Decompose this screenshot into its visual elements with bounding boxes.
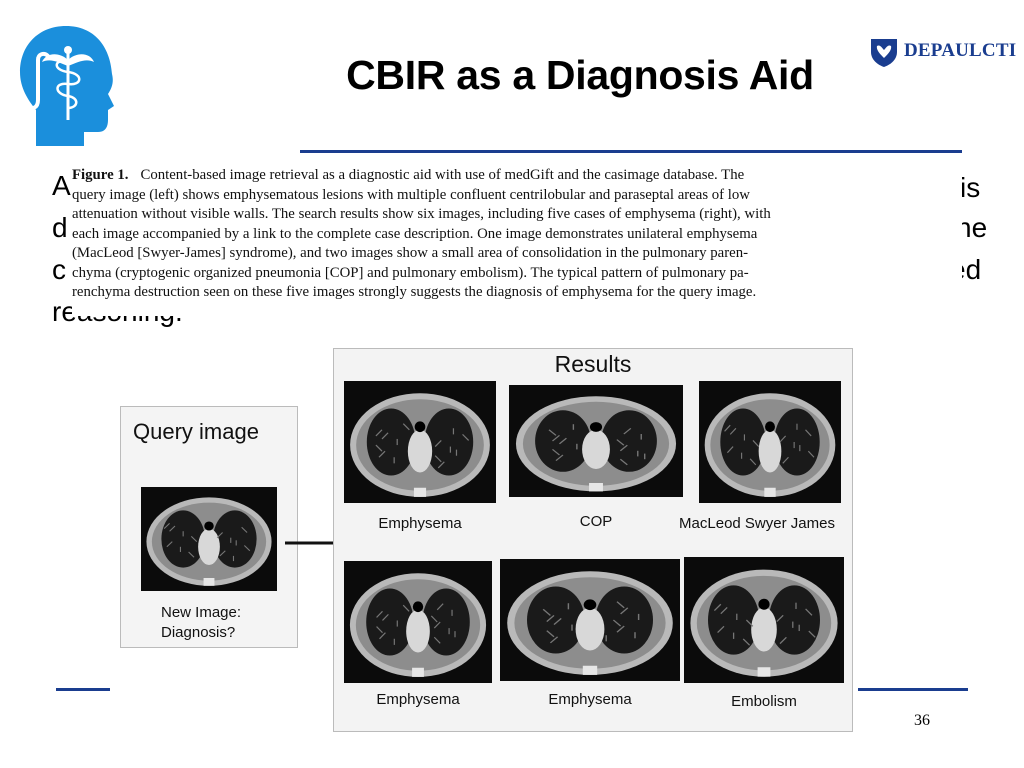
result-ct-image <box>500 559 680 681</box>
query-caption: New Image: Diagnosis? <box>161 604 242 641</box>
title-divider <box>300 150 962 153</box>
result-label: Emphysema <box>376 691 460 708</box>
query-image-panel: Query image New Image: Diagnosis? <box>120 406 298 648</box>
footer-divider <box>858 688 968 691</box>
caption-line: renchyma destruction seen on these five … <box>72 284 757 300</box>
results-panel: Results Emphysema COP MacLeod Swyer Jame… <box>333 348 853 732</box>
result-label: MacLeod Swyer James <box>679 515 835 532</box>
bullet-text-fragment: c <box>52 254 66 285</box>
query-image-label: Query image <box>133 419 259 444</box>
bullet-text-fragment: A <box>52 170 71 201</box>
query-ct-image <box>141 487 277 591</box>
result-ct-image <box>684 557 844 683</box>
results-label: Results <box>554 351 632 377</box>
result-label: Emphysema <box>548 691 632 708</box>
result-label: COP <box>579 513 613 530</box>
figure-caption: Figure 1.Content-based image retrieval a… <box>72 162 962 316</box>
result-ct-image <box>699 381 841 503</box>
medical-head-logo <box>20 26 114 146</box>
result-label: Embolism <box>731 693 797 710</box>
caption-line: query image (left) shows emphysematous l… <box>72 186 750 203</box>
slide-title: CBIR as a Diagnosis Aid <box>346 52 814 98</box>
shield-icon <box>871 39 897 67</box>
bullet-text-fragment: d <box>52 212 68 243</box>
caption-line: Figure 1.Content-based image retrieval a… <box>72 167 745 183</box>
depaul-cti-wordmark: DEPAULCTI <box>904 40 1017 61</box>
result-ct-image <box>344 381 496 503</box>
result-ct-image <box>509 385 683 497</box>
figure-label: Figure 1. <box>72 167 129 183</box>
caption-line: each image accompanied by a link to the … <box>72 225 758 242</box>
depaul-cti-logo: DEPAULCTI <box>868 36 1016 70</box>
result-label: Emphysema <box>378 515 462 532</box>
caption-line: attenuation without visible walls. The s… <box>72 206 771 222</box>
caption-line: chyma (cryptogenic organized pneumonia [… <box>72 264 749 281</box>
page-number: 36 <box>914 712 930 729</box>
caption-line: (MacLeod [Swyer-James] syndrome), and tw… <box>72 245 749 261</box>
result-ct-image <box>344 561 492 683</box>
footer-divider <box>56 688 110 691</box>
